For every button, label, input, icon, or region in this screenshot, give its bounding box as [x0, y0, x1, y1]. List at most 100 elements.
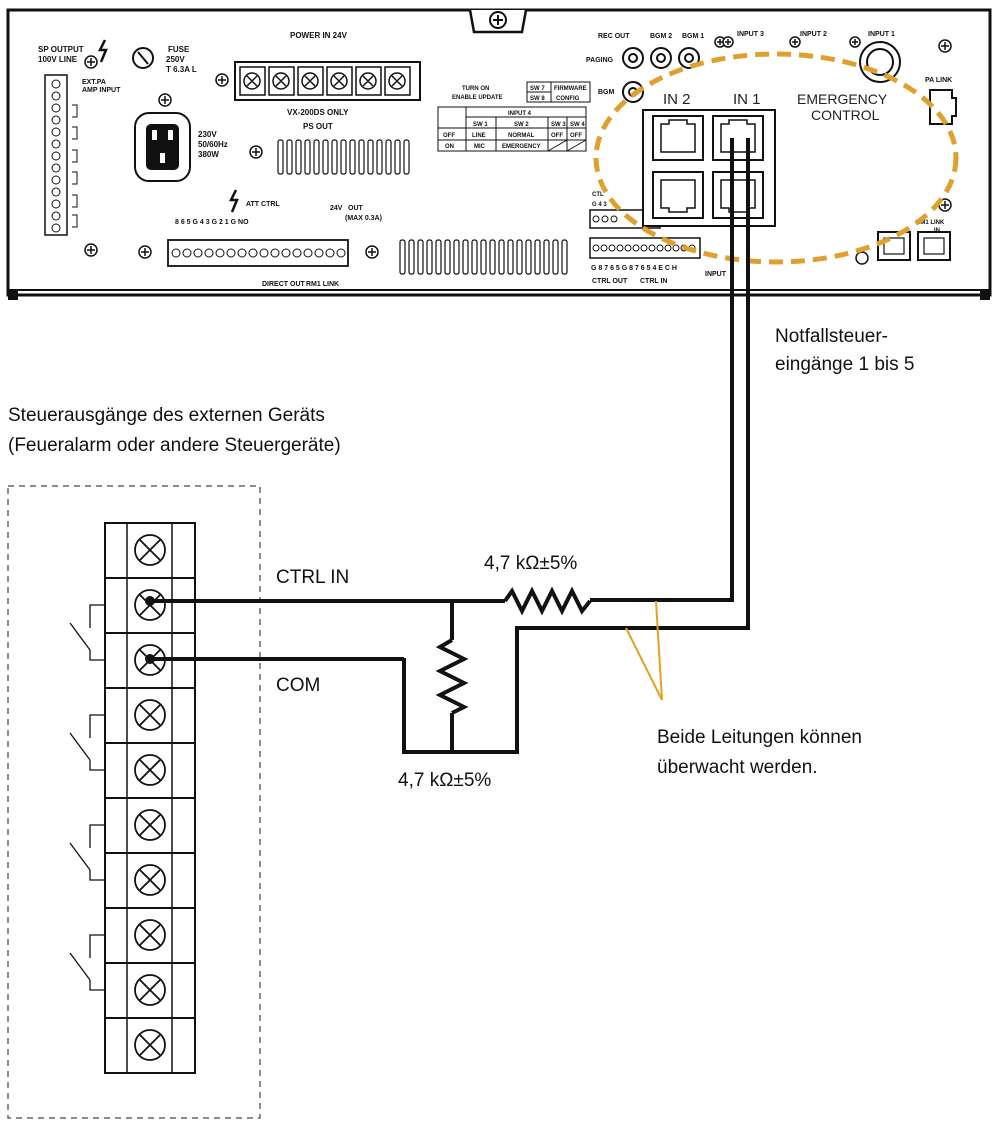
vx-only-label: VX-200DS ONLY [287, 108, 349, 117]
normal-label: NORMAL [508, 133, 535, 139]
fuse-rating-label: 250V [166, 55, 185, 64]
lightning-icon [228, 189, 239, 213]
emergency-control-label-1: EMERGENCY [797, 91, 888, 107]
svg-text:8 6 5 G 4 3 G 2 1 G NO: 8 6 5 G 4 3 G 2 1 G NO [175, 219, 249, 226]
rj45-port-in2 [652, 115, 704, 161]
lightning-icon [97, 39, 108, 63]
turn-on-label: TURN ON [462, 86, 489, 92]
bgm-label: BGM [598, 89, 615, 96]
input3-label: INPUT 3 [737, 31, 764, 38]
terminal-screw-icon [134, 699, 166, 731]
panel-screw-icon [365, 245, 379, 259]
external-label-2: (Feueralarm oder andere Steuergeräte) [8, 435, 341, 456]
wiring [145, 586, 592, 752]
svg-text:OFF: OFF [551, 133, 563, 139]
sw4-label: SW 4 [570, 122, 585, 128]
emergency-control-label-2: CONTROL [811, 107, 880, 123]
sp-output-terminal-strip: SP OUTPUT 100V LINE EXT.PA AMP INPUT [38, 39, 121, 236]
dip-switch-table: TURN ON ENABLE UPDATE SW 7 SW 8 FIRMWARE… [437, 81, 591, 152]
emergency-cable [402, 138, 750, 754]
sw1-label: SW 1 [473, 122, 488, 128]
panel-screw-icon [722, 36, 734, 48]
in1-label: IN 1 [733, 91, 761, 108]
notfall-label-1: Notfallsteuer- [775, 326, 888, 347]
panel-screw-icon [215, 73, 229, 87]
notfall-label-2: eingänge 1 bis 5 [775, 354, 915, 375]
relay-contacts [69, 604, 105, 991]
series-resistor [503, 586, 592, 616]
relay-contact-icon [69, 604, 105, 661]
off-label: OFF [443, 133, 455, 139]
panel-screw-icon [84, 55, 98, 69]
com-wire [150, 657, 406, 661]
rm1-link-ports: RM1 LINK IN [855, 220, 951, 265]
mic-label: MIC [474, 144, 486, 150]
terminal-screw-icon [134, 1029, 166, 1061]
rec-out-label: REC OUT [598, 33, 630, 40]
panel-screw-icon [84, 243, 98, 257]
out-24v-label: 24V [330, 205, 343, 212]
monitor-pointer [625, 600, 663, 701]
att-ctrl-label: ATT CTRL [246, 201, 280, 208]
emergency-label: EMERGENCY [502, 144, 541, 150]
sw7-label: SW 7 [530, 86, 545, 92]
vent-slots [277, 139, 568, 275]
monitor-label-1: Beide Leitungen können [657, 727, 862, 748]
sw2-label: SW 2 [514, 122, 529, 128]
panel-screw-icon [938, 39, 952, 53]
terminal-screw-icon [134, 754, 166, 786]
direct-out-label: DIRECT OUT [262, 281, 306, 288]
ac-rating-label: 230V [198, 130, 217, 139]
rm-link-short-label: RM1 LINK [306, 281, 339, 288]
paging-label: PAGING [586, 57, 614, 64]
fuse-label: FUSE [168, 45, 190, 54]
terminal-screw-icon [134, 864, 166, 896]
ac-power-label: 380W [198, 150, 219, 159]
ext-pa-label: EXT.PA [82, 79, 106, 86]
relay-contact-icon [69, 824, 105, 881]
monitor-label-2: überwacht werden. [657, 757, 818, 778]
pa-link-label: PA LINK [925, 77, 952, 84]
bgm2-label: BGM 2 [650, 33, 672, 40]
panel-screw-icon [789, 36, 801, 48]
sp-line-label: 100V LINE [38, 55, 78, 64]
sw3-label: SW 3 [551, 122, 566, 128]
power-terminal-block: POWER IN 24V VX-200DS ONLY PS OUT [234, 31, 421, 131]
terminal-screw-icon [134, 809, 166, 841]
max-current-label: (MAX 0.3A) [345, 215, 382, 222]
top-screw-icon [489, 11, 507, 29]
svg-text:G 4 3: G 4 3 [592, 202, 607, 208]
att-ctrl-terminal: ATT CTRL 8 6 5 G 4 3 G 2 1 G NO 24V OUT … [167, 189, 382, 288]
resistor-top-label: 4,7 kΩ±5% [484, 553, 578, 574]
ps-out-label: PS OUT [303, 122, 333, 131]
sp-output-label: SP OUTPUT [38, 45, 84, 54]
ac-freq-label: 50/60Hz [198, 140, 228, 149]
terminal-screw-icon [134, 534, 166, 566]
rj45-port-in3 [712, 171, 764, 219]
input1-label: INPUT 1 [868, 31, 895, 38]
terminal-screw-icon [134, 919, 166, 951]
relay-contact-icon [69, 714, 105, 771]
input2-label: INPUT 2 [800, 31, 827, 38]
device-rear-panel: SP OUTPUT 100V LINE EXT.PA AMP INPUT FUS… [6, 8, 992, 300]
audio-jacks: REC OUT BGM 2 BGM 1 PAGING BGM INPUT 3 I… [586, 31, 901, 103]
com-label: COM [276, 675, 321, 696]
panel-screw-icon [249, 145, 263, 159]
in2-label: IN 2 [663, 91, 691, 108]
ctrl-in-panel-label: CTRL IN [640, 278, 667, 285]
parallel-resistor [435, 638, 469, 715]
svg-text:CTL: CTL [592, 192, 604, 198]
input-short-label: INPUT [705, 271, 727, 278]
rj45-port-in1 [712, 115, 764, 161]
external-device [7, 485, 261, 1119]
power-in-label: POWER IN 24V [290, 31, 348, 40]
panel-screw-icon [158, 93, 172, 107]
enable-update-label: ENABLE UPDATE [452, 95, 503, 101]
resistor-bottom-label: 4,7 kΩ±5% [398, 770, 492, 791]
on-label: ON [445, 144, 454, 150]
panel-screw-icon [138, 245, 152, 259]
bgm1-label: BGM 1 [682, 33, 704, 40]
out-label: OUT [348, 205, 364, 212]
